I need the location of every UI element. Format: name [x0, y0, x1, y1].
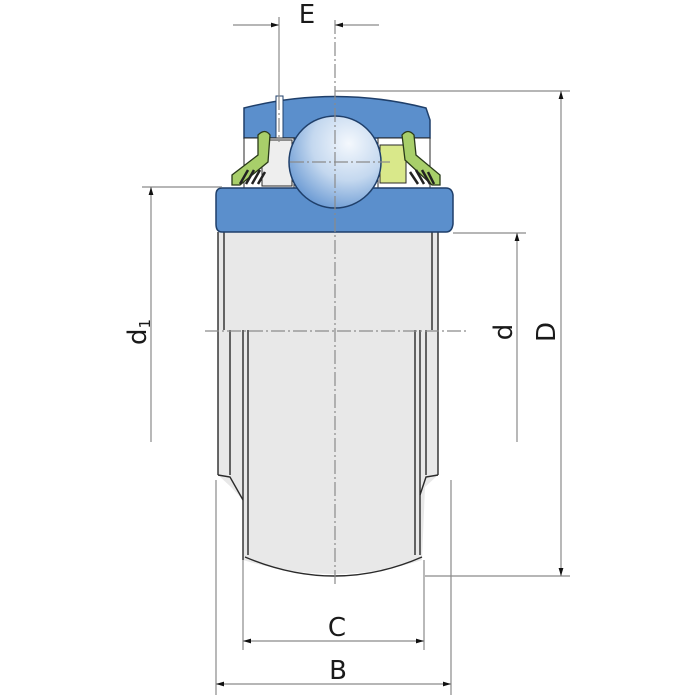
dimension-D: D	[335, 90, 570, 577]
label-D: D	[532, 322, 562, 342]
label-d1: d1	[123, 319, 154, 345]
seal-left	[231, 130, 295, 189]
dimension-E: E	[233, 0, 379, 96]
inner-ring	[217, 232, 439, 577]
label-B: B	[329, 656, 347, 686]
dimension-B: B	[215, 480, 452, 695]
label-E: E	[299, 0, 315, 30]
label-d: d	[489, 324, 519, 341]
dimension-d: d	[453, 232, 526, 442]
dimension-C: C	[242, 560, 425, 650]
label-C: C	[328, 613, 346, 643]
seal-right	[377, 130, 441, 189]
dimension-d1: d1	[123, 186, 222, 442]
